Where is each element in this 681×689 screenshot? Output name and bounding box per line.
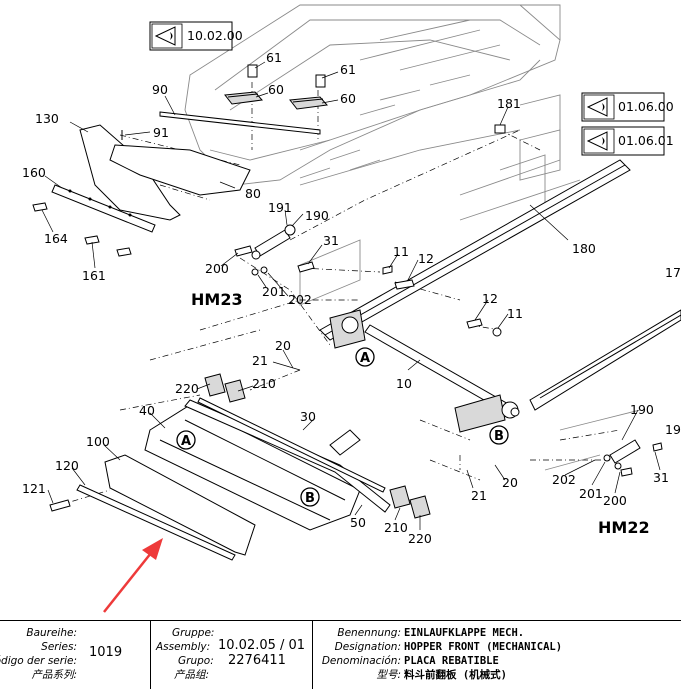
label-170: 170 [665,265,681,280]
label-201b: 201 [579,486,603,501]
label-61b: 61 [340,62,356,77]
designation-label-en: Designation: [334,641,401,653]
series-label-zh: 产品系列: [31,669,77,681]
label-11b: 11 [507,306,523,321]
group-value: 10.02.05 / 01 [218,638,306,653]
label-191: 191 [268,200,292,215]
label-31b: 31 [653,470,669,485]
exploded-parts-drawing: 10.02.00 01.06.00 01.06.01 [22,4,681,613]
leader-lines [41,61,661,530]
label-12b: 12 [482,291,498,306]
label-210a: 210 [252,376,276,391]
title-block: Baureihe: Series: Código der serie: 产品系列… [0,620,681,689]
series-value: 1019 [89,645,123,660]
marker-b-right: B [489,425,509,445]
label-202a: 202 [288,292,312,307]
series-label-es: Código der serie: [0,655,77,667]
label-61a: 61 [266,50,282,65]
svg-text:A: A [360,351,370,366]
label-130: 130 [35,111,59,126]
label-181: 181 [497,96,521,111]
designation-value-de: EINLAUFKLAPPE MECH. [404,627,525,639]
label-100: 100 [86,434,110,449]
label-21a: 21 [252,353,268,368]
label-121: 121 [22,481,46,496]
part-number-labels: 61 61 60 60 90 91 130 160 164 161 80 191… [22,50,681,546]
label-180: 180 [572,241,596,256]
label-20a: 20 [275,338,291,353]
assembly-value: 2276411 [228,653,286,668]
designation-value-es: PLACA REBATIBLE [404,655,499,667]
marker-b-lower: B [300,487,320,507]
label-220a: 220 [175,381,199,396]
label-50: 50 [350,515,366,530]
hopper-frame-outline [184,4,581,306]
ref-10-02-00: 10.02.00 [187,28,243,43]
designation-cell: Benennung: Designation: Denominación: 型号… [312,621,681,689]
assembly-label-hm23: HM23 [191,290,243,309]
label-190a: 190 [305,208,329,223]
label-40: 40 [139,403,155,418]
label-80: 80 [245,186,261,201]
divider [150,621,151,689]
designation-value-en: HOPPER FRONT (MECHANICAL) [404,641,563,653]
label-91: 91 [153,125,169,140]
label-11a: 11 [393,244,409,259]
group-cell: Gruppe: Assembly: Grupo: 产品组: 10.02.05 /… [150,621,312,689]
designation-label-es: Denominación: [321,655,401,667]
label-31a: 31 [323,233,339,248]
main-shaft [319,159,681,433]
ref-01-06-00: 01.06.00 [618,99,674,114]
group-label-es: Grupo: [178,655,214,667]
label-161: 161 [82,268,106,283]
label-60b: 60 [340,91,356,106]
group-label-en: Assembly: [156,641,211,653]
label-19: 19 [665,422,681,437]
group-label-zh: 产品组: [174,669,210,681]
ref-01-06-01: 01.06.01 [618,133,674,148]
designation-value-zh: 料斗前翻板 (机械式) [404,669,507,681]
group-label-de: Gruppe: [172,627,215,639]
upper-parts [32,64,328,257]
svg-text:B: B [305,491,315,506]
label-210b: 210 [384,520,408,535]
reference-box-right-b: 01.06.01 [581,126,674,156]
label-202b: 202 [552,472,576,487]
label-200a: 200 [205,261,229,276]
label-160: 160 [22,165,46,180]
label-90: 90 [152,82,168,97]
reference-box-right-a: 01.06.00 [581,92,674,122]
svg-text:B: B [494,429,504,444]
label-220b: 220 [408,531,432,546]
label-200b: 200 [603,493,627,508]
lower-flap-assembly [49,373,431,561]
marker-a-upper: A [355,347,375,367]
label-60a: 60 [268,82,284,97]
series-cell: Baureihe: Series: Código der serie: 产品系列… [0,621,150,689]
divider [312,621,313,689]
reference-box-top: 10.02.00 [149,21,243,51]
red-arrow-icon [103,538,163,613]
series-label-de: Baureihe: [26,627,77,639]
label-30: 30 [300,409,316,424]
label-12a: 12 [418,251,434,266]
svg-text:A: A [181,434,191,449]
designation-label-de: Benennung: [337,627,401,639]
marker-a-lower: A [176,430,196,450]
designation-label-zh: 型号: [376,669,401,681]
gas-spring-left [234,224,315,276]
right-parts [382,124,663,477]
label-10: 10 [396,376,412,391]
label-201a: 201 [262,284,286,299]
label-120: 120 [55,458,79,473]
series-label-en: Series: [41,641,77,653]
label-164: 164 [44,231,68,246]
assembly-label-hm22: HM22 [598,518,650,537]
label-20b: 20 [502,475,518,490]
label-21b: 21 [471,488,487,503]
label-190b: 190 [630,402,654,417]
